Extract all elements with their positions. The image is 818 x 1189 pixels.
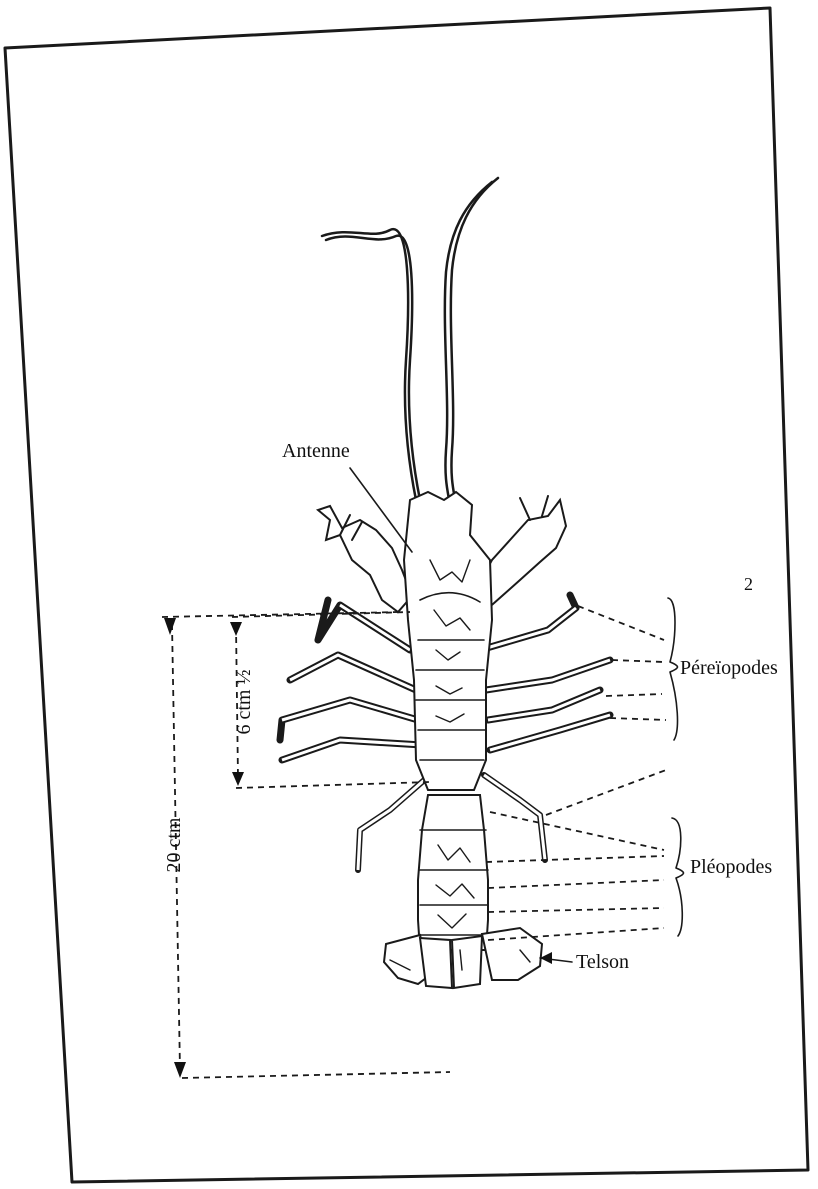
- corner-mark: 2: [744, 574, 753, 594]
- cephalothorax-length-measure: 6 ctm ½: [230, 612, 430, 788]
- total-length-label: 20 ctm: [163, 817, 185, 872]
- abdomen: [418, 795, 488, 950]
- antenne-label: Antenne: [282, 440, 350, 462]
- pleopodes-label: Pléopodes: [690, 856, 772, 878]
- pereiopodes-callout: Péreïopodes: [546, 598, 778, 815]
- pleopodes-callout: Pléopodes: [486, 812, 772, 940]
- pereiopodes-label: Péreïopodes: [680, 657, 778, 679]
- total-length-measure: 20 ctm: [162, 612, 450, 1078]
- telson-callout: Telson: [540, 951, 629, 973]
- cephalothorax-length-label: 6 ctm ½: [233, 670, 255, 735]
- left-claw: [318, 506, 412, 612]
- cephalothorax: [404, 492, 492, 790]
- telson-label: Telson: [576, 951, 629, 973]
